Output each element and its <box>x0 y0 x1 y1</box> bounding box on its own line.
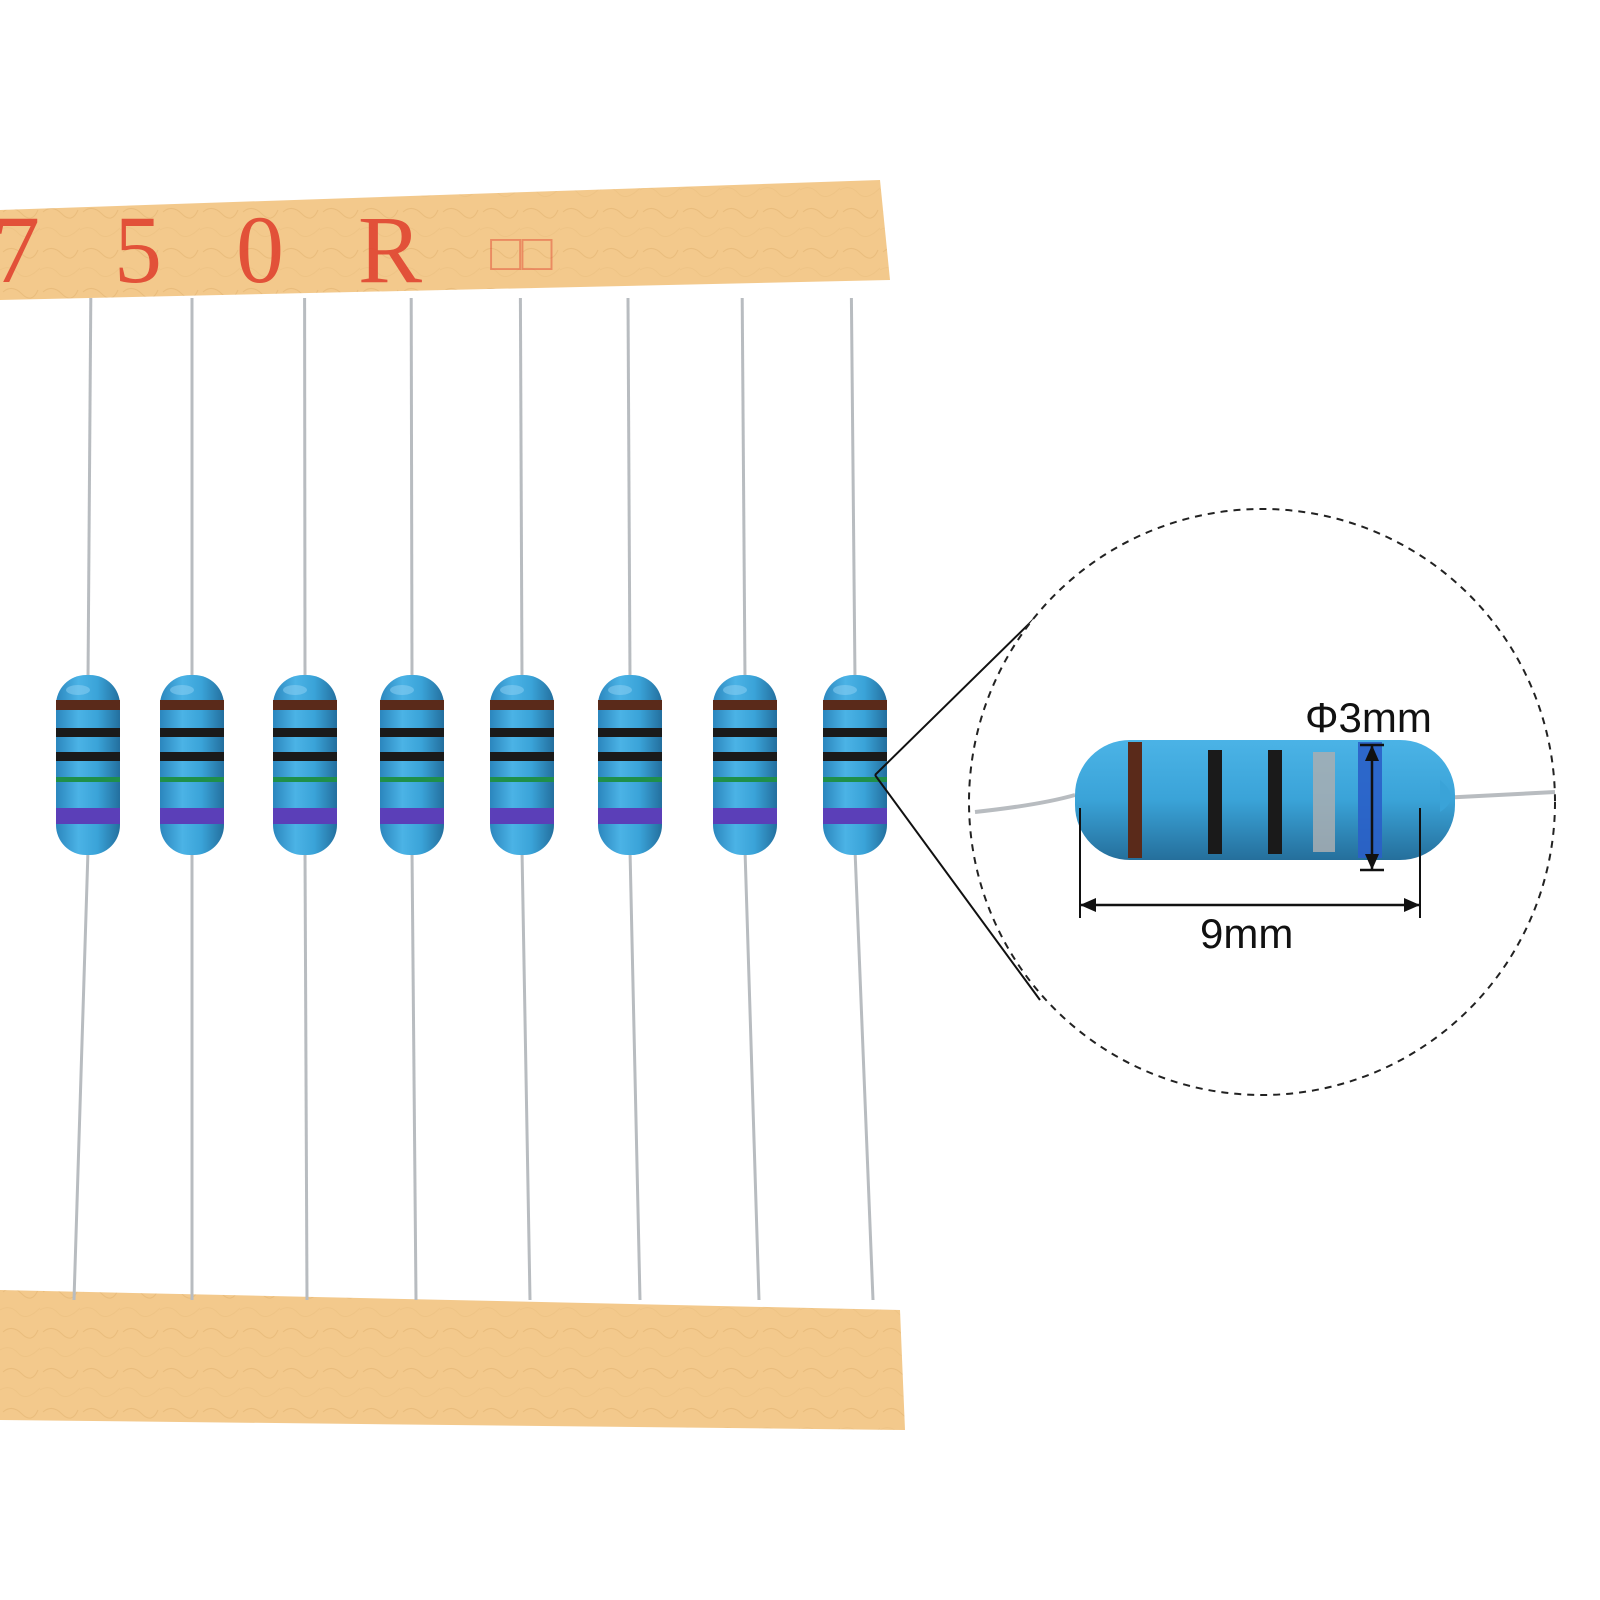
band-violet <box>598 808 662 824</box>
lead-wire-top <box>86 297 93 681</box>
diameter-dimension: Φ3mm <box>1305 694 1432 872</box>
band-black <box>380 752 444 761</box>
zoomed-band-black-1 <box>1208 750 1222 854</box>
band-violet <box>56 808 120 824</box>
lead-wire-bottom <box>303 849 309 1301</box>
band-green <box>490 777 554 782</box>
lead-wire-top <box>409 297 414 681</box>
zoomed-lead-left <box>974 793 1076 814</box>
length-label: 9mm <box>1200 910 1293 957</box>
band-violet <box>160 808 224 824</box>
resistor-row <box>56 297 887 1301</box>
band-green <box>56 777 120 782</box>
band-green <box>713 777 777 782</box>
resistor-6 <box>598 297 662 1301</box>
band-green <box>823 777 887 782</box>
band-violet <box>713 808 777 824</box>
resistor-8 <box>823 297 887 1301</box>
diameter-label: Φ3mm <box>1305 694 1432 741</box>
bottom-tape-strip <box>0 1290 905 1430</box>
body-highlight <box>608 685 632 695</box>
diameter-arrow-top <box>1365 745 1379 761</box>
body-highlight <box>170 685 194 695</box>
band-brown <box>56 700 120 710</box>
band-violet <box>273 808 337 824</box>
zoomed-band-brown <box>1128 742 1142 858</box>
resistor-5 <box>490 297 554 1301</box>
zoom-inset: Φ3mm 9mm <box>968 508 1556 1096</box>
band-brown <box>380 700 444 710</box>
band-brown <box>273 700 337 710</box>
band-black <box>598 728 662 737</box>
zoom-pointer-lower-line <box>874 774 1041 1001</box>
band-violet <box>490 808 554 824</box>
band-brown <box>713 700 777 710</box>
zoomed-band-black-2 <box>1268 750 1282 854</box>
band-brown <box>160 700 224 710</box>
lead-wire-bottom <box>520 849 532 1301</box>
length-arrow-left <box>1080 898 1096 912</box>
band-black <box>56 728 120 737</box>
body-highlight <box>500 685 524 695</box>
body-highlight <box>66 685 90 695</box>
body-highlight <box>283 685 307 695</box>
band-black <box>713 752 777 761</box>
lead-wire-bottom <box>853 849 875 1301</box>
band-black <box>823 728 887 737</box>
lead-wire-top <box>849 297 857 681</box>
diameter-arrow-bottom <box>1365 854 1379 870</box>
band-green <box>598 777 662 782</box>
zoomed-lead-right <box>1439 790 1556 800</box>
lead-wire-bottom <box>628 849 642 1301</box>
lead-wire-bottom <box>410 849 418 1301</box>
zoom-pointer-upper-line <box>874 614 1039 776</box>
top-tape-strip <box>0 180 890 300</box>
body-highlight <box>390 685 414 695</box>
resistor-1 <box>56 297 120 1301</box>
band-black <box>273 728 337 737</box>
zoom-pointer <box>874 614 1041 1001</box>
band-black <box>56 752 120 761</box>
band-brown <box>598 700 662 710</box>
zoomed-resistor-cap <box>1440 780 1451 812</box>
band-green <box>380 777 444 782</box>
band-black <box>160 752 224 761</box>
zoomed-band-grey <box>1313 752 1335 852</box>
body-highlight <box>833 685 857 695</box>
band-black <box>490 728 554 737</box>
bottom-tape <box>0 1290 905 1430</box>
resistor-4 <box>380 297 444 1301</box>
zoomed-band-blue <box>1358 742 1382 858</box>
length-arrow-right <box>1404 898 1420 912</box>
resistor-2 <box>160 298 224 1300</box>
band-violet <box>823 808 887 824</box>
band-black <box>598 752 662 761</box>
zoomed-resistor <box>974 740 1556 860</box>
lead-wire-top <box>518 297 524 681</box>
top-tape: 750R □□ <box>0 180 890 303</box>
band-black <box>823 752 887 761</box>
lead-wire-bottom <box>743 849 761 1301</box>
lead-wire-bottom <box>72 849 90 1301</box>
resistor-7 <box>713 297 777 1301</box>
band-brown <box>823 700 887 710</box>
band-brown <box>490 700 554 710</box>
band-black <box>160 728 224 737</box>
band-black <box>490 752 554 761</box>
resistor-3 <box>273 297 337 1301</box>
length-dimension: 9mm <box>1079 808 1421 957</box>
band-green <box>160 777 224 782</box>
body-highlight <box>723 685 747 695</box>
lead-wire-top <box>626 297 632 681</box>
band-black <box>380 728 444 737</box>
band-violet <box>380 808 444 824</box>
tape-faint-marks: □□ <box>490 225 553 282</box>
band-green <box>273 777 337 782</box>
lead-wire-top <box>740 297 747 681</box>
band-black <box>273 752 337 761</box>
band-black <box>713 728 777 737</box>
